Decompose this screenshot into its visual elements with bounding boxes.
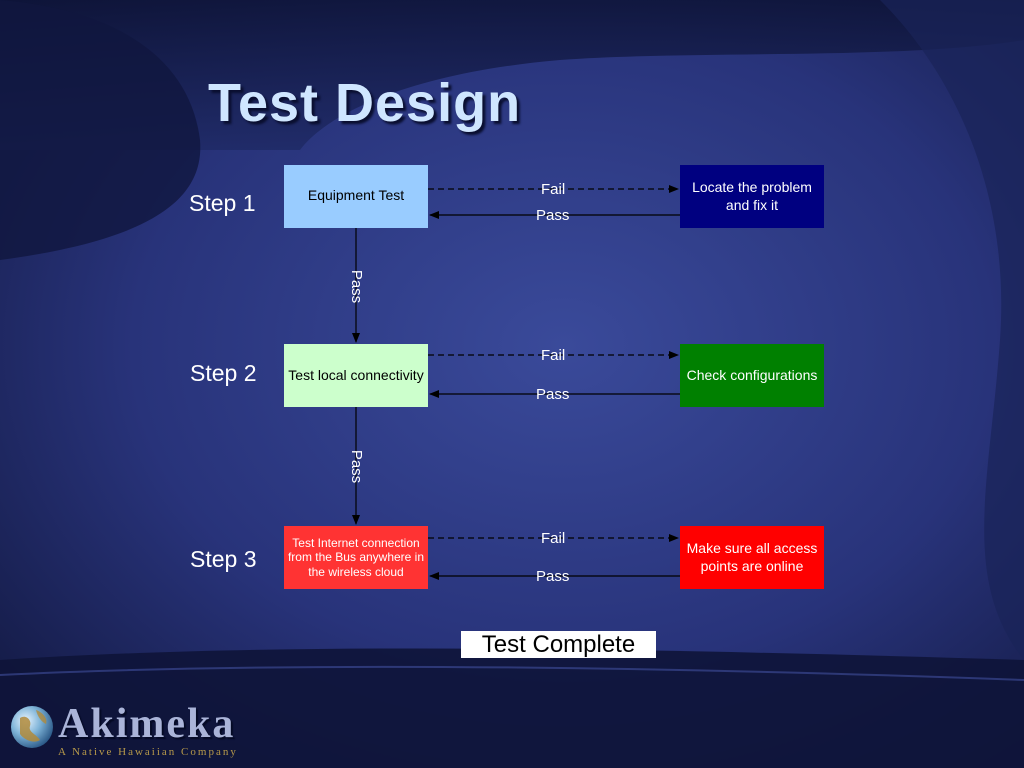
step-3-label: Step 3 <box>190 546 257 572</box>
step1-fail-label: Fail <box>541 181 566 198</box>
step2-down-pass-label: Pass <box>348 449 366 484</box>
step1-pass-label: Pass <box>536 207 570 224</box>
step-2-label: Step 2 <box>190 360 257 386</box>
access-points-box: Make sure all access points are online <box>680 526 824 589</box>
step3-pass-label: Pass <box>536 568 570 585</box>
slide-title: Test Design <box>208 73 522 133</box>
step1-down-pass-label: Pass <box>348 269 366 304</box>
logo-tagline: A Native Hawaiian Company <box>58 746 238 758</box>
step2-fail-label: Fail <box>541 347 566 364</box>
step3-fail-label: Fail <box>541 530 566 547</box>
check-configurations-box: Check configurations <box>680 344 824 407</box>
step-1-label: Step 1 <box>189 190 256 216</box>
test-complete-box: Test Complete <box>461 631 656 658</box>
step2-pass-label: Pass <box>536 386 570 403</box>
test-internet-box: Test Internet connection from the Bus an… <box>284 526 428 589</box>
akimeka-globe-icon <box>11 706 53 748</box>
logo-wordmark: Akimeka <box>58 701 236 747</box>
test-local-connectivity-box: Test local connectivity <box>284 344 428 407</box>
equipment-test-box: Equipment Test <box>284 165 428 228</box>
locate-problem-box: Locate the problem and fix it <box>680 165 824 228</box>
